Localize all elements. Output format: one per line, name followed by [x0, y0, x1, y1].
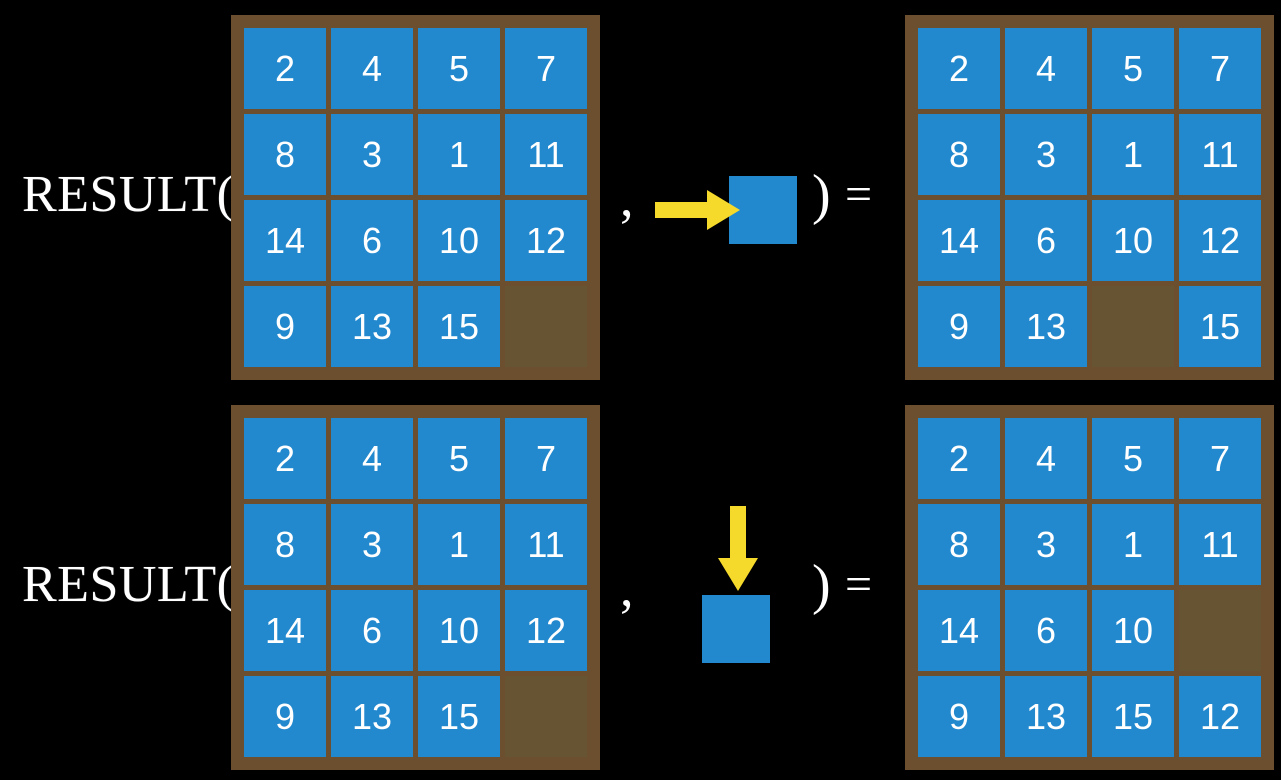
- tile[interactable]: 5: [1092, 418, 1174, 499]
- tile[interactable]: 7: [505, 418, 587, 499]
- tile[interactable]: 4: [331, 418, 413, 499]
- equation-row-bottom: RESULT( 2 4 5 7 8 3 1 11 14 6 10 12 9 13…: [0, 390, 1281, 780]
- tile[interactable]: 10: [418, 590, 500, 671]
- tile[interactable]: 10: [1092, 590, 1174, 671]
- tile[interactable]: 5: [418, 418, 500, 499]
- empty-slot: [1092, 286, 1174, 367]
- tile[interactable]: 14: [918, 590, 1000, 671]
- tile[interactable]: 2: [918, 418, 1000, 499]
- tile[interactable]: 7: [1179, 28, 1261, 109]
- tile[interactable]: 7: [505, 28, 587, 109]
- tile[interactable]: 14: [244, 590, 326, 671]
- tile[interactable]: 2: [918, 28, 1000, 109]
- empty-slot: [505, 286, 587, 367]
- tile[interactable]: 1: [1092, 504, 1174, 585]
- tile[interactable]: 6: [1005, 590, 1087, 671]
- tile[interactable]: 7: [1179, 418, 1261, 499]
- comma-separator-top: ,: [620, 167, 634, 228]
- move-operand-top: [655, 176, 797, 244]
- tile[interactable]: 11: [505, 504, 587, 585]
- equation-row-top: RESULT( 2 4 5 7 8 3 1 11 14 6 10 12 9 13…: [22, 15, 1274, 380]
- tile[interactable]: 11: [1179, 504, 1261, 585]
- tile[interactable]: 8: [244, 114, 326, 195]
- tile[interactable]: 2: [244, 28, 326, 109]
- tile[interactable]: 10: [1092, 200, 1174, 281]
- tile[interactable]: 14: [918, 200, 1000, 281]
- equals-sign-bottom: =: [845, 558, 873, 611]
- tile[interactable]: 6: [331, 590, 413, 671]
- tile[interactable]: 4: [1005, 418, 1087, 499]
- tile[interactable]: 12: [505, 200, 587, 281]
- tile[interactable]: 1: [418, 504, 500, 585]
- equals-sign-top: =: [845, 168, 873, 221]
- empty-slot: [505, 676, 587, 757]
- tile[interactable]: 15: [418, 676, 500, 757]
- tile[interactable]: 1: [1092, 114, 1174, 195]
- tile[interactable]: 13: [1005, 286, 1087, 367]
- tile[interactable]: 1: [418, 114, 500, 195]
- tile[interactable]: 14: [244, 200, 326, 281]
- tile[interactable]: 13: [331, 676, 413, 757]
- output-board-top: 2 4 5 7 8 3 1 11 14 6 10 12 9 13 15: [905, 15, 1274, 380]
- result-function-label-bottom: RESULT(: [22, 556, 235, 613]
- tile[interactable]: 12: [1179, 676, 1261, 757]
- empty-slot: [1179, 590, 1261, 671]
- tile[interactable]: 8: [918, 114, 1000, 195]
- tile[interactable]: 12: [1179, 200, 1261, 281]
- tile[interactable]: 11: [1179, 114, 1261, 195]
- tile[interactable]: 9: [244, 286, 326, 367]
- tile[interactable]: 6: [331, 200, 413, 281]
- arrow-right-icon: [655, 190, 740, 230]
- tile[interactable]: 3: [331, 504, 413, 585]
- close-paren-bottom: ): [812, 554, 831, 616]
- tile[interactable]: 3: [331, 114, 413, 195]
- tile[interactable]: 13: [1005, 676, 1087, 757]
- tile[interactable]: 12: [505, 590, 587, 671]
- input-board-bottom: 2 4 5 7 8 3 1 11 14 6 10 12 9 13 15: [231, 405, 600, 770]
- comma-separator-bottom: ,: [620, 557, 634, 618]
- tile[interactable]: 5: [418, 28, 500, 109]
- tile[interactable]: 13: [331, 286, 413, 367]
- operand-tile-top[interactable]: [729, 176, 797, 244]
- tile[interactable]: 15: [418, 286, 500, 367]
- tile[interactable]: 2: [244, 418, 326, 499]
- tile[interactable]: 5: [1092, 28, 1174, 109]
- tile[interactable]: 3: [1005, 504, 1087, 585]
- tile[interactable]: 6: [1005, 200, 1087, 281]
- close-paren-top: ): [812, 164, 831, 226]
- tile[interactable]: 3: [1005, 114, 1087, 195]
- result-function-label-top: RESULT(: [22, 166, 235, 223]
- tile[interactable]: 11: [505, 114, 587, 195]
- tile[interactable]: 10: [418, 200, 500, 281]
- tile[interactable]: 9: [244, 676, 326, 757]
- input-board-top: 2 4 5 7 8 3 1 11 14 6 10 12 9 13 15: [231, 15, 600, 380]
- tile[interactable]: 4: [1005, 28, 1087, 109]
- tile[interactable]: 15: [1179, 286, 1261, 367]
- tile[interactable]: 9: [918, 676, 1000, 757]
- tile[interactable]: 8: [918, 504, 1000, 585]
- move-operand-bottom: [0, 390, 1281, 780]
- tile[interactable]: 15: [1092, 676, 1174, 757]
- arrow-down-icon: [718, 506, 758, 591]
- tile[interactable]: 4: [331, 28, 413, 109]
- output-board-bottom: 2 4 5 7 8 3 1 11 14 6 10 9 13 15 12: [905, 405, 1274, 770]
- tile[interactable]: 8: [244, 504, 326, 585]
- tile[interactable]: 9: [918, 286, 1000, 367]
- operand-tile-bottom[interactable]: [702, 595, 770, 663]
